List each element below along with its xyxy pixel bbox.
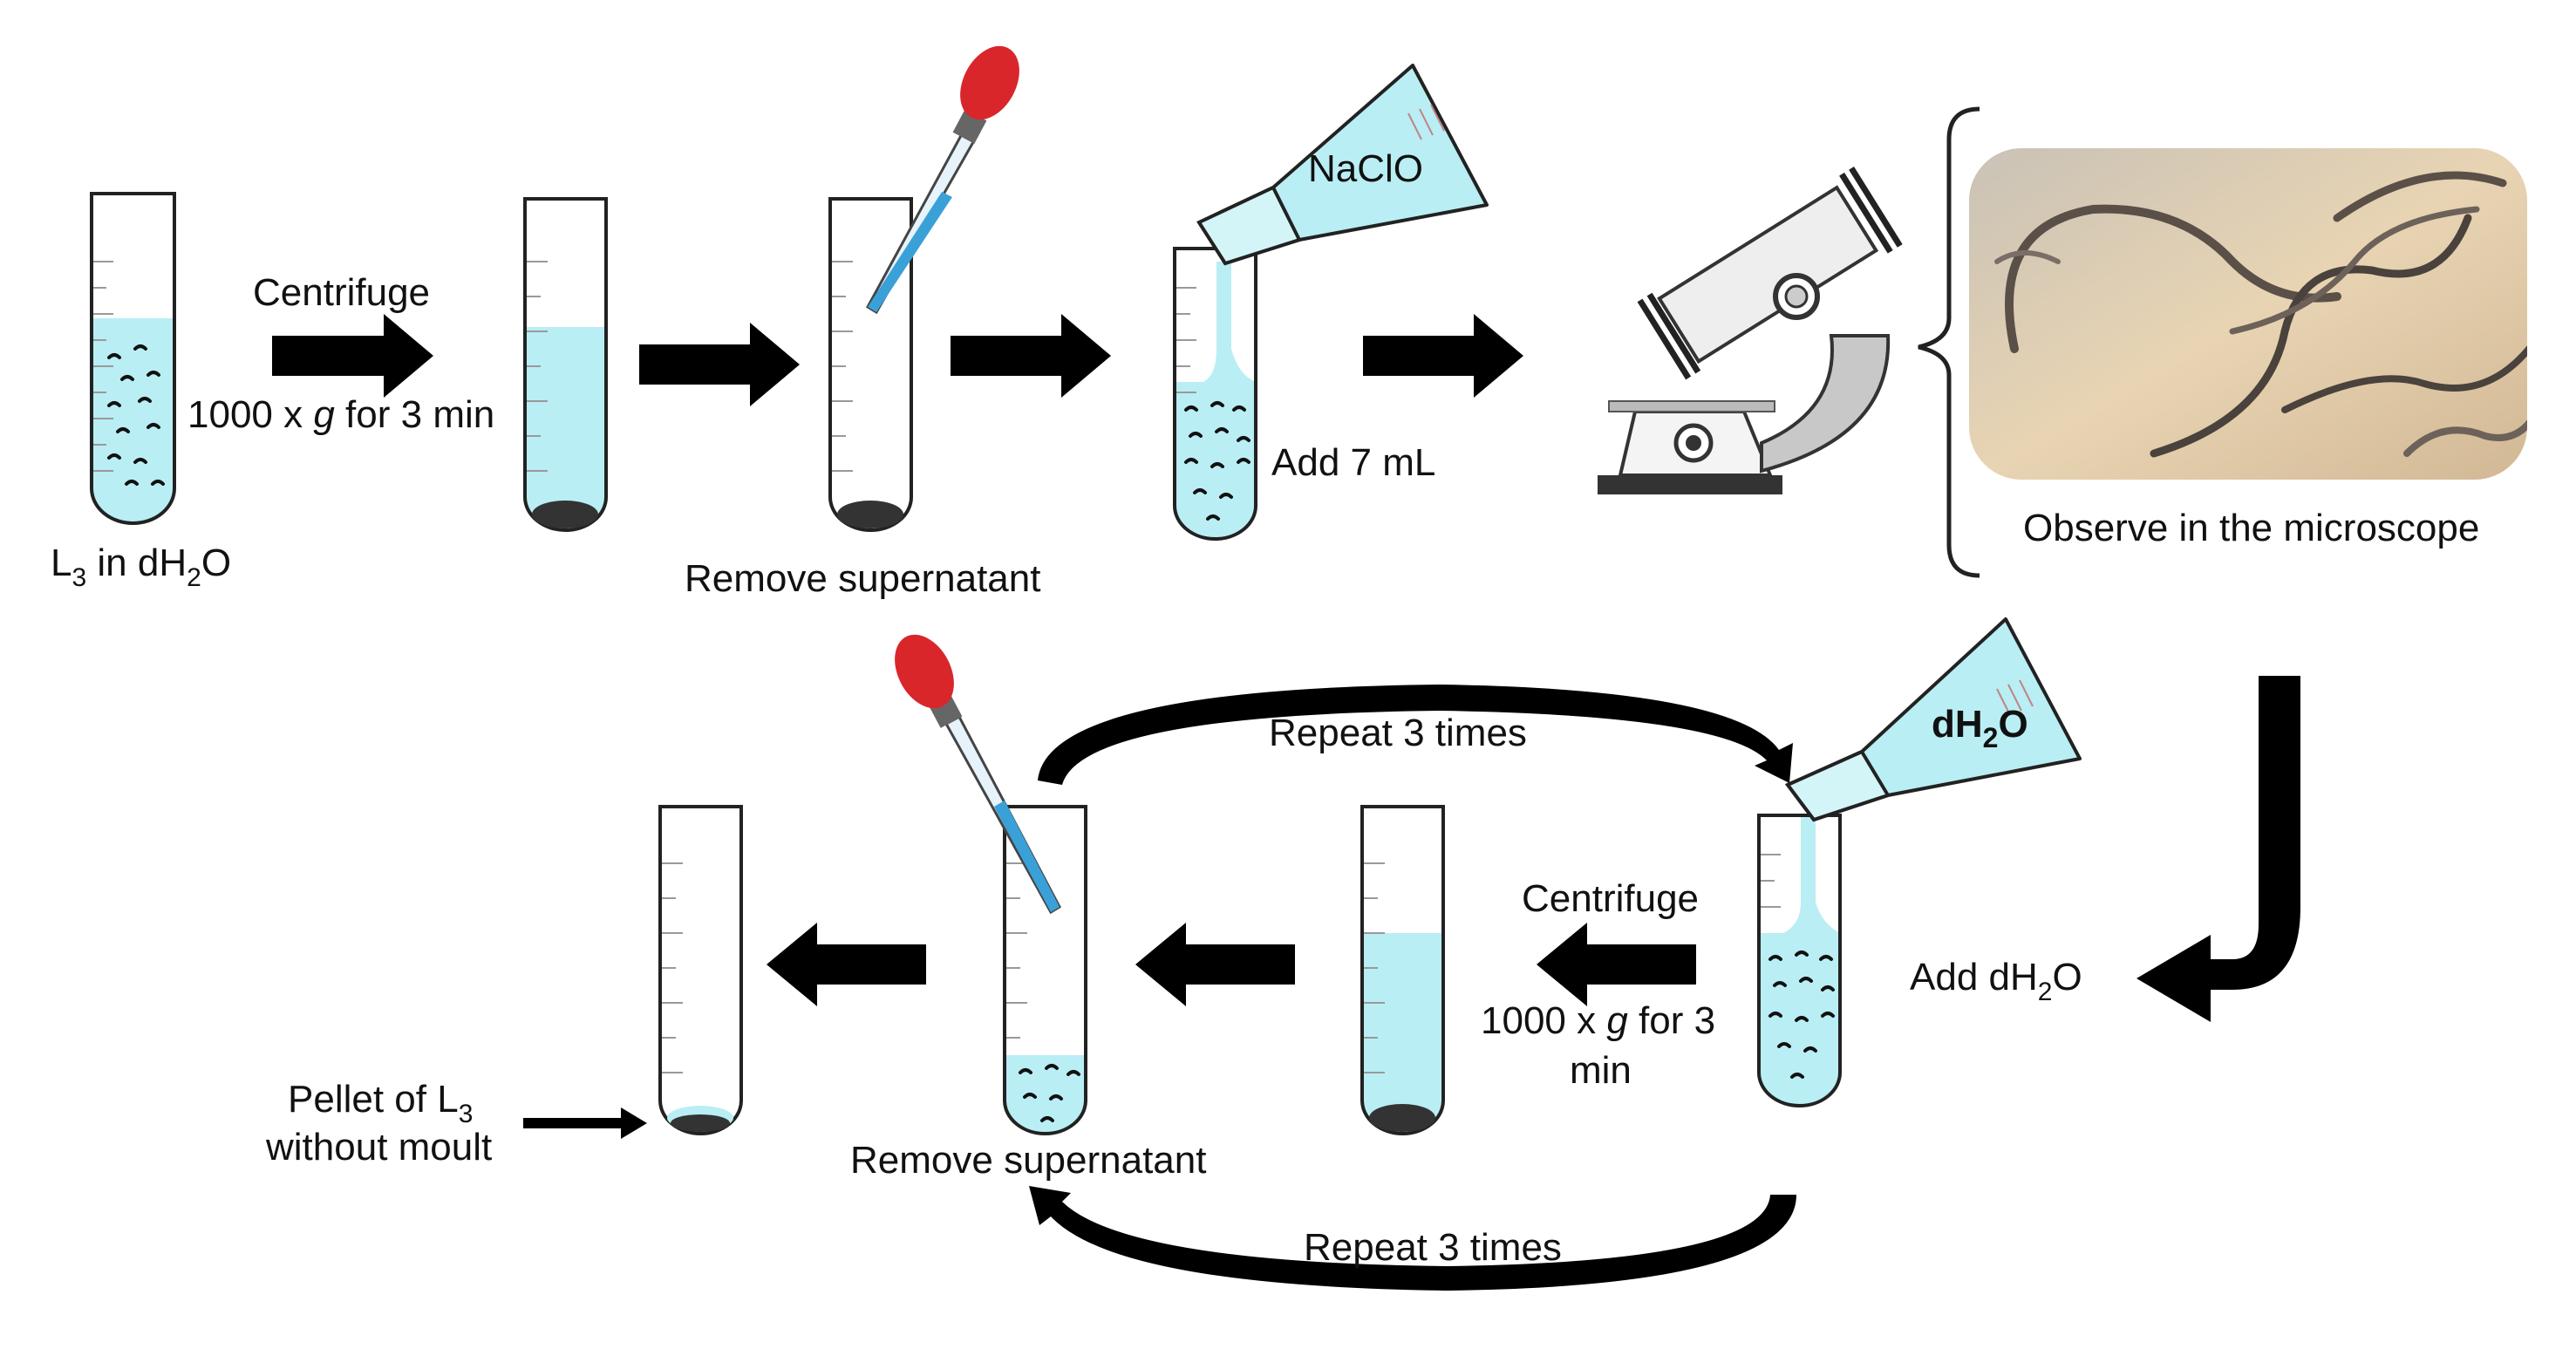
arrow-right-4 bbox=[1363, 314, 1523, 398]
arrow-right-2 bbox=[639, 323, 800, 406]
larvae-icon bbox=[1184, 401, 1251, 521]
tube-centrifuged bbox=[523, 197, 608, 532]
label-dh2o-flask: dH2O bbox=[1932, 703, 2028, 753]
tube-remove-supernatant-2 bbox=[1003, 805, 1087, 1135]
label-centrifuge-speed-2-line2: min bbox=[1570, 1049, 1632, 1092]
tube-remove-supernatant bbox=[828, 197, 913, 532]
tube-centrifuged-2 bbox=[1360, 805, 1445, 1135]
tube-liquid bbox=[1005, 1055, 1086, 1134]
pour-stream bbox=[1783, 815, 1840, 933]
pipette-icon-2 bbox=[895, 634, 1061, 915]
label-centrifuge-speed-2-line1: 1000 x g for 3 bbox=[1481, 999, 1715, 1042]
pellet bbox=[671, 1114, 730, 1132]
arrow-left-7 bbox=[767, 923, 926, 1006]
label-add-7ml: Add 7 mL bbox=[1271, 441, 1435, 484]
arrow-hook-down-left bbox=[2136, 676, 2300, 1022]
label-repeat-bottom: Repeat 3 times bbox=[1304, 1226, 1562, 1269]
tube-liquid bbox=[1361, 933, 1443, 1134]
larvae-icon bbox=[1019, 1064, 1080, 1122]
flask-nacl-o-icon bbox=[1196, 64, 1489, 266]
label-remove-supernatant: Remove supernatant bbox=[685, 557, 1040, 600]
tube-liquid bbox=[525, 327, 606, 530]
tube-outline bbox=[1173, 247, 1257, 541]
tube-nacl-o bbox=[1173, 247, 1257, 541]
flask-dh2o-icon bbox=[1784, 617, 2082, 822]
label-add-dh2o: Add dH2O bbox=[1910, 956, 2082, 1006]
larvae-icon bbox=[1768, 951, 1835, 1079]
tube-outline bbox=[1003, 805, 1087, 1135]
tube-liquid bbox=[1175, 382, 1256, 539]
pellet bbox=[837, 501, 903, 528]
label-centrifuge-speed: 1000 x g for 3 min bbox=[187, 393, 494, 436]
label-pellet-line2: without moult bbox=[265, 1126, 492, 1169]
pellet bbox=[532, 501, 598, 528]
arrow-right-3 bbox=[951, 314, 1111, 398]
tube-liquid bbox=[92, 318, 174, 523]
pipette-icon bbox=[865, 45, 1019, 315]
repeat-arc-top bbox=[1038, 685, 1793, 785]
label-l3-in-dh2o: L3 in dH2O bbox=[51, 542, 231, 592]
micrograph-image bbox=[1969, 148, 2527, 480]
tube-graduations bbox=[93, 261, 113, 472]
tube-outline bbox=[523, 197, 608, 532]
label-repeat-top: Repeat 3 times bbox=[1269, 712, 1527, 754]
arrow-left-6 bbox=[1135, 923, 1295, 1006]
tube-final-pellet bbox=[658, 805, 743, 1135]
arrow-left-5 bbox=[1537, 923, 1696, 1006]
tube-dh2o bbox=[1757, 814, 1842, 1107]
pellet bbox=[1369, 1104, 1435, 1132]
arrow-pointer-pellet bbox=[523, 1107, 647, 1139]
tube-outline bbox=[1757, 814, 1842, 1107]
larvae-icon bbox=[107, 344, 165, 486]
tube-outline bbox=[658, 805, 743, 1135]
tube-outline bbox=[828, 197, 913, 532]
tube-l3-start bbox=[90, 192, 176, 525]
label-centrifuge: Centrifuge bbox=[253, 271, 430, 314]
pour-stream bbox=[1203, 262, 1256, 382]
repeat-arc-bottom bbox=[1029, 1186, 1796, 1291]
label-pellet-line1: Pellet of L3 bbox=[288, 1078, 473, 1128]
microscope-icon bbox=[1598, 167, 1903, 494]
label-observe-microscope: Observe in the microscope bbox=[2023, 507, 2479, 549]
tube-outline bbox=[90, 192, 176, 525]
bracket-icon bbox=[1918, 106, 1980, 578]
label-centrifuge-2: Centrifuge bbox=[1522, 877, 1699, 920]
arrow-right-1 bbox=[272, 314, 433, 398]
tube-outline bbox=[1360, 805, 1445, 1135]
label-naclo: NaClO bbox=[1308, 147, 1423, 190]
label-remove-supernatant-2: Remove supernatant bbox=[850, 1139, 1206, 1182]
